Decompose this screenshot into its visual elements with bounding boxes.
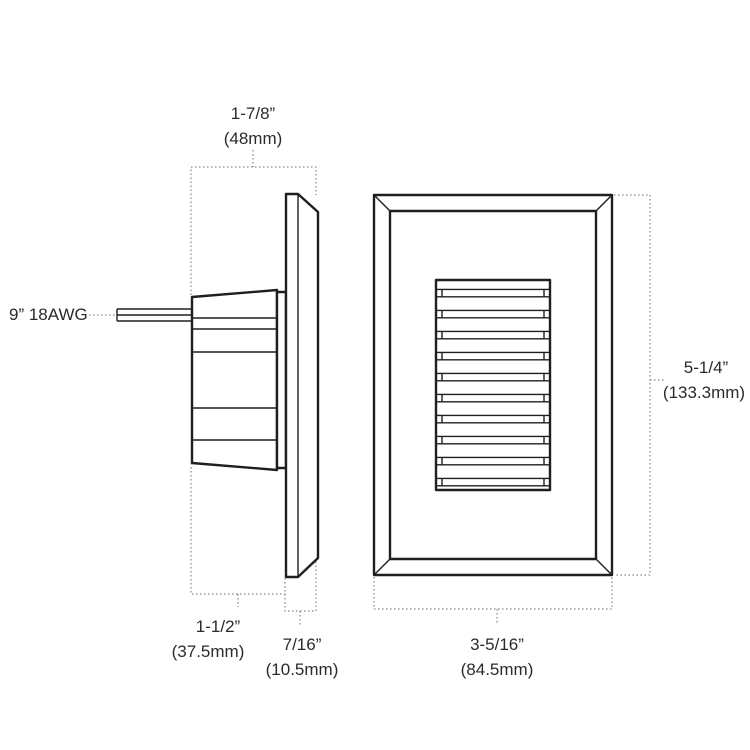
width-imperial: 3-5/16” <box>470 635 524 654</box>
faceplate-depth-imperial: 7/16” <box>283 635 322 654</box>
faceplate-depth-metric: (10.5mm) <box>266 660 339 679</box>
faceplate-front <box>372 193 614 577</box>
louver-grille <box>434 278 552 492</box>
housing-body <box>190 288 288 472</box>
width-metric: (84.5mm) <box>461 660 534 679</box>
lead-wire-label: 9” 18AWG <box>9 305 88 324</box>
front-view <box>372 193 614 577</box>
housing-depth-metric: (37.5mm) <box>172 642 245 661</box>
housing-depth-imperial: 1-1/2” <box>196 617 241 636</box>
dimension-labels: 1-7/8” (48mm) 9” 18AWG 1-1/2” (37.5mm) 7… <box>9 104 745 679</box>
depth-total-metric: (48mm) <box>224 129 283 148</box>
faceplate-profile <box>284 192 320 579</box>
dimension-lines <box>89 150 665 625</box>
depth-total-imperial: 1-7/8” <box>231 104 276 123</box>
lead-wires <box>116 308 192 322</box>
height-metric: (133.3mm) <box>663 383 745 402</box>
side-view <box>116 192 320 579</box>
height-imperial: 5-1/4” <box>684 358 729 377</box>
